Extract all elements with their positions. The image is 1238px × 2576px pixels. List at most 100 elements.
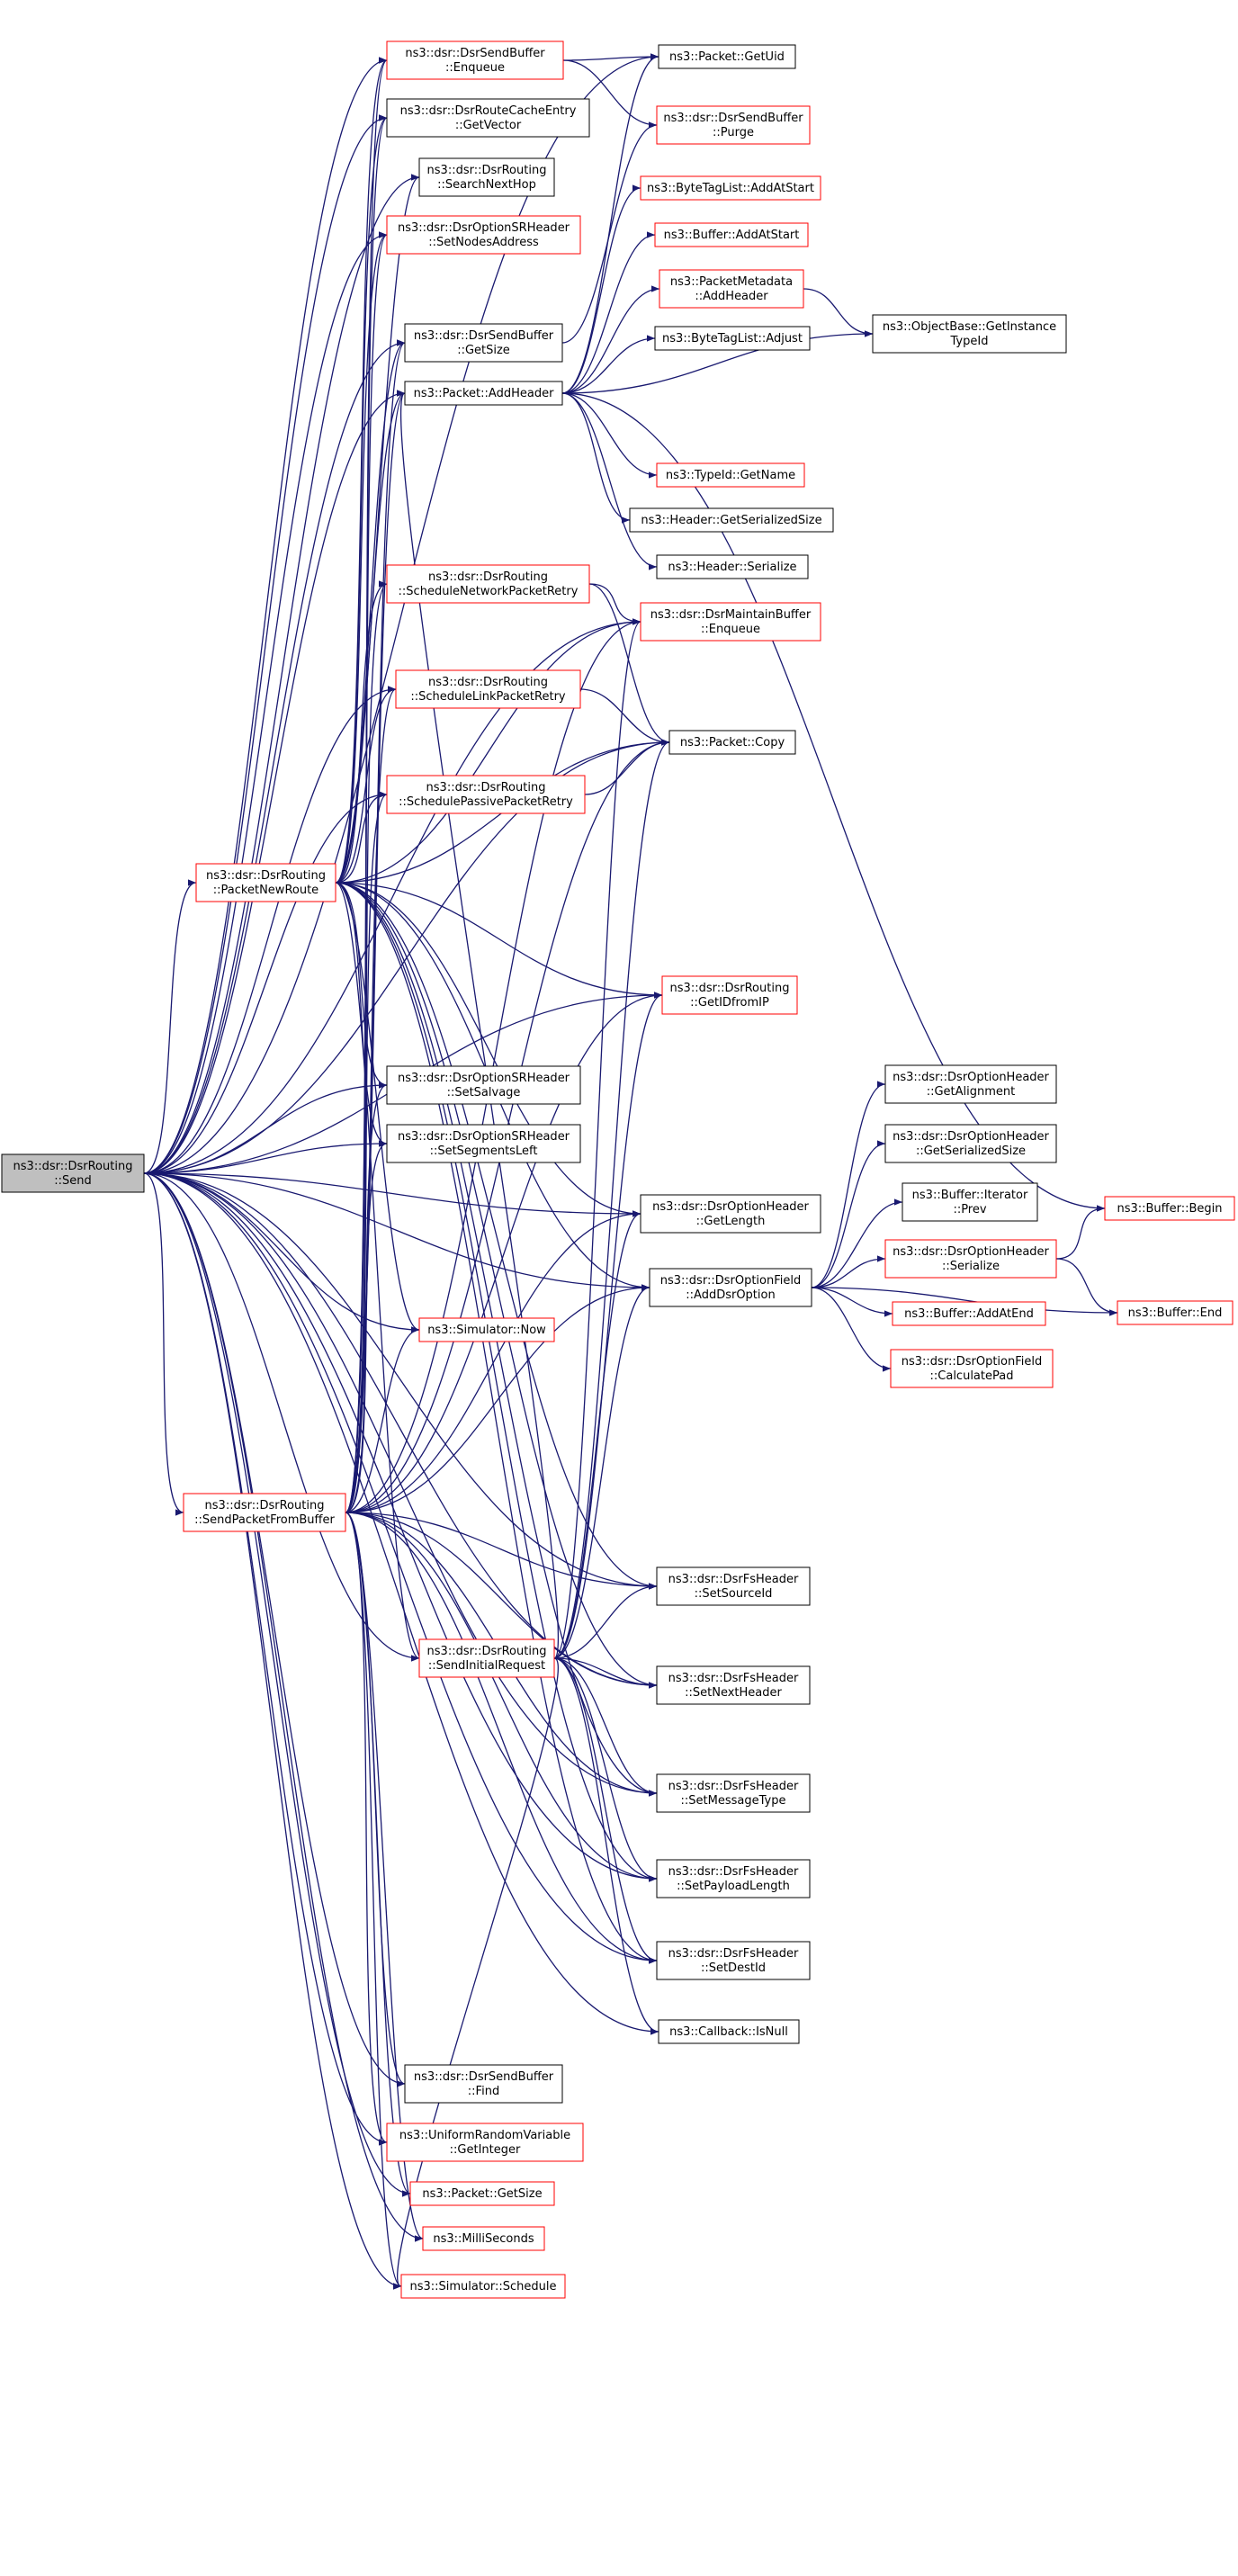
node-header-get-serialized-size[interactable]: ns3::Header::GetSerializedSize (629, 507, 834, 533)
edge-send-to-get-integer (143, 1172, 388, 2146)
node-fs-set-dest-id[interactable]: ns3::dsr::DsrFsHeader::SetDestId (656, 1941, 811, 1980)
node-fs-set-source-id[interactable]: ns3::dsr::DsrFsHeader::SetSourceId (656, 1566, 811, 1606)
edge-send-to-simulator-now (143, 1172, 420, 1333)
node-box (418, 1317, 555, 1342)
node-label-line: ::SetSourceId (695, 1587, 773, 1601)
node-label-line: ns3::Packet::Copy (680, 736, 785, 749)
node-box (195, 863, 336, 902)
node-label-line: ns3::TypeId::GetName (666, 469, 795, 482)
edge-send-to-packet-get-size (143, 1172, 411, 2197)
node-label-line: ::SetDestId (701, 1961, 766, 1975)
edge-packet-new-route-to-set-segments-left (335, 882, 388, 1147)
node-simulator-schedule[interactable]: ns3::Simulator::Schedule (400, 2274, 566, 2299)
node-search-next-hop[interactable]: ns3::dsr::DsrRouting::SearchNextHop (418, 157, 555, 197)
edge-send-packet-from-buffer-to-schedule-passive-packet-retry (345, 791, 388, 1513)
node-box (404, 2064, 563, 2104)
node-label-line: ::SendPacketFromBuffer (194, 1513, 335, 1527)
node-option-header-get-alignment[interactable]: ns3::dsr::DsrOptionHeader::GetAlignment (884, 1064, 1057, 1104)
node-send-buffer-enqueue[interactable]: ns3::dsr::DsrSendBuffer::Enqueue (386, 40, 564, 80)
node-option-field-calculate-pad[interactable]: ns3::dsr::DsrOptionField::CalculatePad (890, 1349, 1054, 1388)
node-schedule-passive-packet-retry[interactable]: ns3::dsr::DsrRouting::SchedulePassivePac… (386, 775, 586, 814)
node-packet-metadata-add-header[interactable]: ns3::PacketMetadata::AddHeader (659, 269, 804, 309)
node-get-idfrom-ip[interactable]: ns3::dsr::DsrRouting::GetIDfromIP (661, 975, 798, 1015)
node-box (409, 2181, 555, 2206)
node-send-buffer-get-size[interactable]: ns3::dsr::DsrSendBuffer::GetSize (404, 323, 563, 363)
node-buffer-iterator-prev[interactable]: ns3::Buffer::Iterator::Prev (902, 1182, 1038, 1222)
node-set-nodes-address[interactable]: ns3::dsr::DsrOptionSRHeader::SetNodesAdd… (386, 215, 581, 255)
edge-send-to-send-initial-request (143, 1172, 420, 1662)
edge-packet-add-header-to-object-base-get-instance-type-id (561, 330, 874, 394)
node-packet-new-route[interactable]: ns3::dsr::DsrRouting::PacketNewRoute (195, 863, 336, 902)
edge-add-dsr-option-to-buffer-iterator-prev (811, 1198, 903, 1288)
edge-send-initial-request-to-callback-is-null (553, 1657, 659, 2035)
node-header-serialize[interactable]: ns3::Header::Serialize (656, 554, 809, 579)
node-add-dsr-option[interactable]: ns3::dsr::DsrOptionField::AddDsrOption (649, 1268, 812, 1307)
node-option-header-get-length[interactable]: ns3::dsr::DsrOptionHeader::GetLength (640, 1194, 821, 1234)
node-byte-tag-list-add-at-start[interactable]: ns3::ByteTagList::AddAtStart (640, 175, 821, 201)
node-send-buffer-find[interactable]: ns3::dsr::DsrSendBuffer::Find (404, 2064, 563, 2104)
node-send-initial-request[interactable]: ns3::dsr::DsrRouting::SendInitialRequest (418, 1638, 555, 1678)
edge-send-initial-request-to-packet-add-header (396, 390, 560, 1659)
node-label-line: ::SetMessageType (681, 1794, 786, 1808)
node-packet-get-uid[interactable]: ns3::Packet::GetUid (658, 44, 796, 69)
edge-send-to-fs-set-next-header (143, 1172, 658, 1689)
node-get-integer[interactable]: ns3::UniformRandomVariable::GetInteger (386, 2123, 584, 2162)
node-box (656, 1773, 811, 1813)
node-send-buffer-purge[interactable]: ns3::dsr::DsrSendBuffer::Purge (656, 105, 811, 145)
node-buffer-end[interactable]: ns3::Buffer::End (1117, 1300, 1234, 1325)
node-buffer-add-at-start[interactable]: ns3::Buffer::AddAtStart (654, 222, 809, 247)
node-option-header-serialize[interactable]: ns3::dsr::DsrOptionHeader::Serialize (884, 1239, 1057, 1279)
node-label-line: ::SearchNextHop (437, 178, 536, 192)
edge-option-header-serialize-to-buffer-begin (1055, 1205, 1106, 1260)
node-set-salvage[interactable]: ns3::dsr::DsrOptionSRHeader::SetSalvage (386, 1065, 581, 1105)
node-packet-add-header[interactable]: ns3::Packet::AddHeader (404, 381, 563, 406)
node-fs-set-payload-length[interactable]: ns3::dsr::DsrFsHeader::SetPayloadLength (656, 1859, 811, 1898)
node-maintain-buffer-enqueue[interactable]: ns3::dsr::DsrMaintainBuffer::Enqueue (640, 602, 821, 642)
node-box (386, 2123, 584, 2162)
node-buffer-add-at-end[interactable]: ns3::Buffer::AddAtEnd (892, 1301, 1046, 1326)
node-route-cache-get-vector[interactable]: ns3::dsr::DsrRouteCacheEntry::GetVector (386, 98, 590, 138)
node-packet-get-size[interactable]: ns3::Packet::GetSize (409, 2181, 555, 2206)
node-box (386, 1124, 581, 1163)
edge-send-packet-from-buffer-to-fs-set-payload-length (345, 1512, 658, 1882)
node-byte-tag-list-adjust[interactable]: ns3::ByteTagList::Adjust (654, 326, 811, 351)
node-simulator-now[interactable]: ns3::Simulator::Now (418, 1317, 555, 1342)
node-schedule-link-packet-retry[interactable]: ns3::dsr::DsrRouting::ScheduleLinkPacket… (395, 669, 581, 709)
nodes-layer: ns3::dsr::DsrRouting::Sendns3::dsr::DsrR… (1, 40, 1235, 2299)
edge-send-packet-from-buffer-to-set-segments-left (345, 1140, 388, 1513)
node-label-line: ns3::ByteTagList::Adjust (662, 332, 803, 346)
node-label-line: ::GetSize (457, 344, 510, 357)
node-buffer-begin[interactable]: ns3::Buffer::Begin (1104, 1196, 1235, 1221)
node-label-line: ::GetSerializedSize (916, 1144, 1026, 1158)
node-schedule-network-packet-retry[interactable]: ns3::dsr::DsrRouting::ScheduleNetworkPac… (386, 564, 590, 604)
node-box (884, 1239, 1057, 1279)
node-packet-copy[interactable]: ns3::Packet::Copy (668, 730, 796, 755)
edge-packet-new-route-to-packet-add-header (335, 390, 406, 884)
node-box (872, 314, 1067, 354)
node-set-segments-left[interactable]: ns3::dsr::DsrOptionSRHeader::SetSegments… (386, 1124, 581, 1163)
node-label-line: ::ScheduleLinkPacketRetry (410, 690, 566, 704)
edge-packet-add-header-to-header-get-serialized-size (561, 392, 631, 524)
edge-packet-add-header-to-buffer-add-at-start (561, 231, 656, 394)
edge-send-packet-from-buffer-to-schedule-network-packet-retry (345, 580, 388, 1513)
node-fs-set-message-type[interactable]: ns3::dsr::DsrFsHeader::SetMessageType (656, 1773, 811, 1813)
edge-send-to-packet-new-route (143, 879, 197, 1174)
node-milli-seconds[interactable]: ns3::MilliSeconds (422, 2226, 545, 2251)
node-box (668, 730, 796, 755)
edge-schedule-link-packet-retry-to-packet-copy (579, 688, 670, 746)
edge-send-packet-from-buffer-to-packet-get-size (345, 1512, 411, 2197)
edge-packet-new-route-to-send-buffer-get-size (335, 339, 406, 884)
node-option-header-get-serialized-size[interactable]: ns3::dsr::DsrOptionHeader::GetSerialized… (884, 1124, 1057, 1163)
node-send[interactable]: ns3::dsr::DsrRouting::Send (1, 1153, 145, 1193)
edge-send-to-schedule-passive-packet-retry (143, 791, 388, 1174)
node-type-id-get-name[interactable]: ns3::TypeId::GetName (656, 462, 805, 488)
edge-add-dsr-option-to-option-header-serialize (811, 1255, 886, 1288)
node-label-line: ns3::dsr::DsrRouting (427, 164, 547, 177)
node-callback-is-null[interactable]: ns3::Callback::IsNull (658, 2019, 800, 2044)
edge-send-initial-request-to-fs-set-next-header (553, 1657, 658, 1689)
node-label-line: ns3::dsr::DsrOptionSRHeader (398, 1072, 570, 1085)
edge-packet-new-route-to-fs-set-dest-id (335, 882, 658, 1964)
node-fs-set-next-header[interactable]: ns3::dsr::DsrFsHeader::SetNextHeader (656, 1665, 811, 1705)
node-send-packet-from-buffer[interactable]: ns3::dsr::DsrRouting::SendPacketFromBuff… (183, 1493, 346, 1532)
